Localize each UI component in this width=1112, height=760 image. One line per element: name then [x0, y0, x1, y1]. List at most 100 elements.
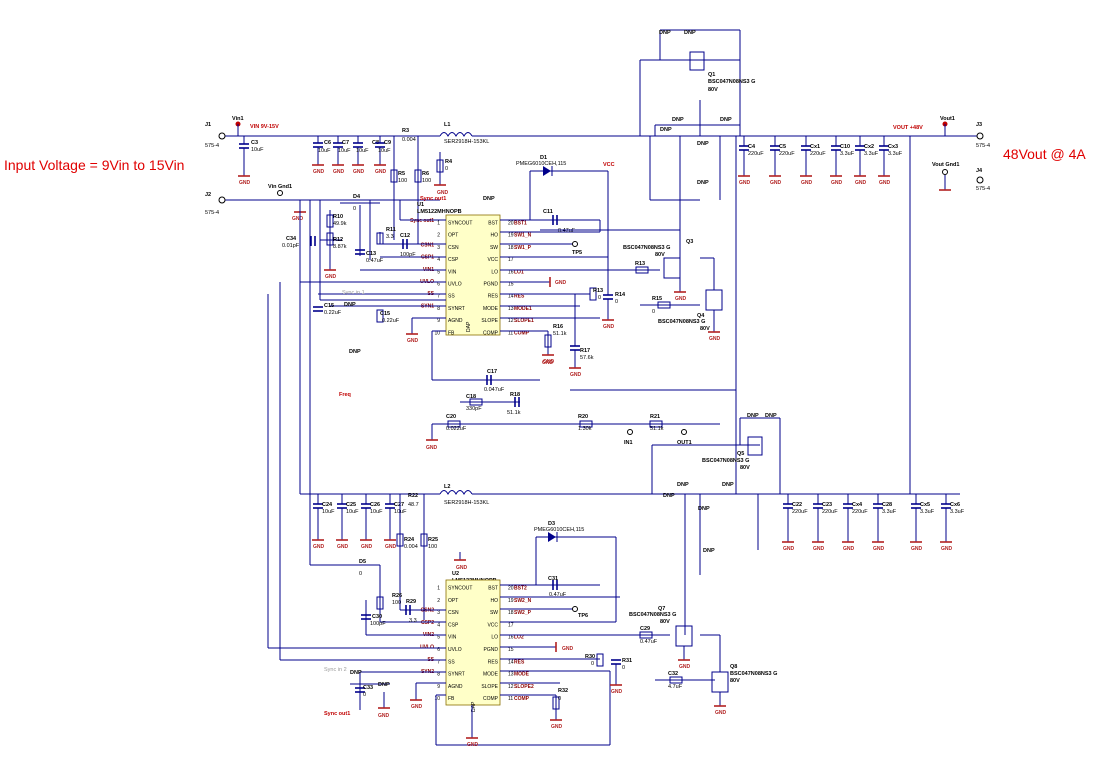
svg-text:GND: GND	[456, 565, 468, 571]
svg-text:0: 0	[359, 571, 362, 577]
svg-text:Vout Gnd1: Vout Gnd1	[932, 162, 959, 168]
testpoint-in1: IN1	[624, 429, 633, 446]
dnp-u2-sync: DNP	[350, 670, 362, 676]
svg-text:C7: C7	[342, 140, 349, 146]
svg-text:R14: R14	[615, 292, 626, 298]
svg-text:C20: C20	[446, 414, 456, 420]
cap-ref: Cx1	[810, 144, 820, 150]
dnp-q1-a: DNP	[672, 117, 684, 123]
pin-number: 18	[508, 245, 514, 251]
pin-number: 12	[508, 684, 514, 690]
cap-ref: Cx4	[852, 502, 863, 508]
cap-ref: Cx2	[864, 144, 874, 150]
svg-text:0.22uF: 0.22uF	[382, 318, 400, 324]
svg-text:R30: R30	[585, 654, 595, 660]
cap-ref: C28	[882, 502, 892, 508]
pin-number: 11	[508, 330, 513, 336]
cap-value: 10uF	[370, 509, 383, 515]
svg-text:GND: GND	[426, 445, 438, 451]
pin-number: 5	[437, 635, 440, 641]
diode-d1: D1 PMEG6010CEH,115	[516, 155, 608, 220]
svg-text:100pF: 100pF	[370, 621, 386, 627]
svg-text:575-4: 575-4	[976, 143, 990, 149]
label-freq: Freq	[339, 392, 351, 398]
pin-number: 15	[508, 282, 514, 288]
pin-name: SYNCOUT	[448, 221, 472, 227]
dnp-c35: DNP	[378, 682, 390, 688]
resistor-r34: R32 0	[552, 688, 568, 710]
dnp-q1-d: DNP	[697, 141, 709, 147]
pin-number: 16	[508, 269, 514, 275]
svg-text:0.01pF: 0.01pF	[282, 243, 300, 249]
resistor-r32: C32 4.7uF	[655, 671, 715, 690]
bottom-output-switch-area	[651, 390, 781, 635]
svg-text:Q5: Q5	[737, 451, 744, 457]
cap-c33: C33 0	[355, 685, 373, 698]
svg-text:Q4: Q4	[697, 313, 705, 319]
pin-net-label: RES	[514, 294, 525, 300]
svg-text:R25: R25	[428, 537, 438, 543]
pin-name: LO	[491, 635, 498, 641]
pin-name: SS	[448, 294, 455, 300]
svg-text:R26: R26	[392, 593, 402, 599]
pin-net-label: SW1_P	[514, 245, 532, 251]
cap-c30: R29 3.3	[405, 599, 417, 624]
svg-text:80V: 80V	[708, 87, 718, 93]
gnd-label: GND	[879, 180, 891, 186]
svg-text:Vout1: Vout1	[940, 116, 955, 122]
pin-number: 6	[437, 282, 440, 288]
pin-name: CSN	[448, 610, 459, 616]
cap-c15: C15 0.22uF	[313, 303, 342, 316]
gnd-label: GND	[715, 710, 727, 716]
pin-name: LO	[491, 269, 498, 275]
svg-text:L1: L1	[444, 122, 450, 128]
svg-text:U1: U1	[417, 202, 424, 208]
resistor-r11: R11 3.3	[376, 227, 396, 245]
svg-text:80V: 80V	[700, 326, 710, 332]
cap-ref: C22	[792, 502, 802, 508]
svg-text:Q7: Q7	[658, 606, 665, 612]
svg-text:LM5122MHNOPB: LM5122MHNOPB	[417, 209, 462, 215]
top-output-switch-area	[540, 29, 741, 258]
pin-number: 12	[508, 318, 514, 324]
svg-text:GND: GND	[542, 360, 554, 366]
pin-number: 4	[437, 257, 440, 263]
pin-name: AGND	[448, 684, 463, 690]
pin-number: 8	[437, 672, 440, 678]
testpoint-tp6: TP6	[572, 606, 588, 619]
pin-net-label: Sync out1	[410, 218, 434, 224]
svg-text:C29: C29	[640, 626, 650, 632]
svg-text:C11: C11	[543, 209, 553, 215]
svg-text:0: 0	[615, 299, 618, 305]
inductor-l1: L1 SER2918H-153KL	[439, 122, 489, 145]
cap-ref: C27	[394, 502, 404, 508]
svg-text:R11: R11	[386, 227, 396, 233]
svg-text:0.47uF: 0.47uF	[549, 592, 567, 598]
svg-text:100: 100	[398, 178, 407, 184]
dnp-c1: DNP	[684, 30, 696, 36]
svg-text:R4: R4	[445, 159, 453, 165]
gnd-label: GND	[813, 546, 825, 552]
bottom-input-rail	[299, 200, 960, 495]
svg-text:575-4: 575-4	[205, 143, 219, 149]
svg-text:48.7: 48.7	[408, 502, 419, 508]
cap-c13: C13 0.47uF	[355, 249, 384, 264]
pin-name: PGND	[484, 282, 499, 288]
svg-text:10uF: 10uF	[356, 148, 369, 154]
pin-name: VIN	[448, 269, 457, 275]
resistor-r30: C29 0.47uF	[630, 626, 670, 645]
net-vcc-top: VCC	[603, 162, 615, 168]
ic-u2: U2 LM5122MHNOPB DAP	[445, 571, 501, 712]
pin-name: HO	[491, 598, 499, 604]
output-note: 48Vout @ 4A	[1003, 146, 1086, 162]
svg-text:C32: C32	[668, 671, 678, 677]
pin-net-label: RES	[514, 659, 525, 665]
pin-name: FB	[448, 696, 455, 702]
pin-net-label: CSN1	[421, 242, 435, 248]
u1-left-network: GND	[292, 200, 540, 381]
gnd-u2-top: GND	[454, 552, 468, 571]
svg-text:R12: R12	[333, 237, 343, 243]
